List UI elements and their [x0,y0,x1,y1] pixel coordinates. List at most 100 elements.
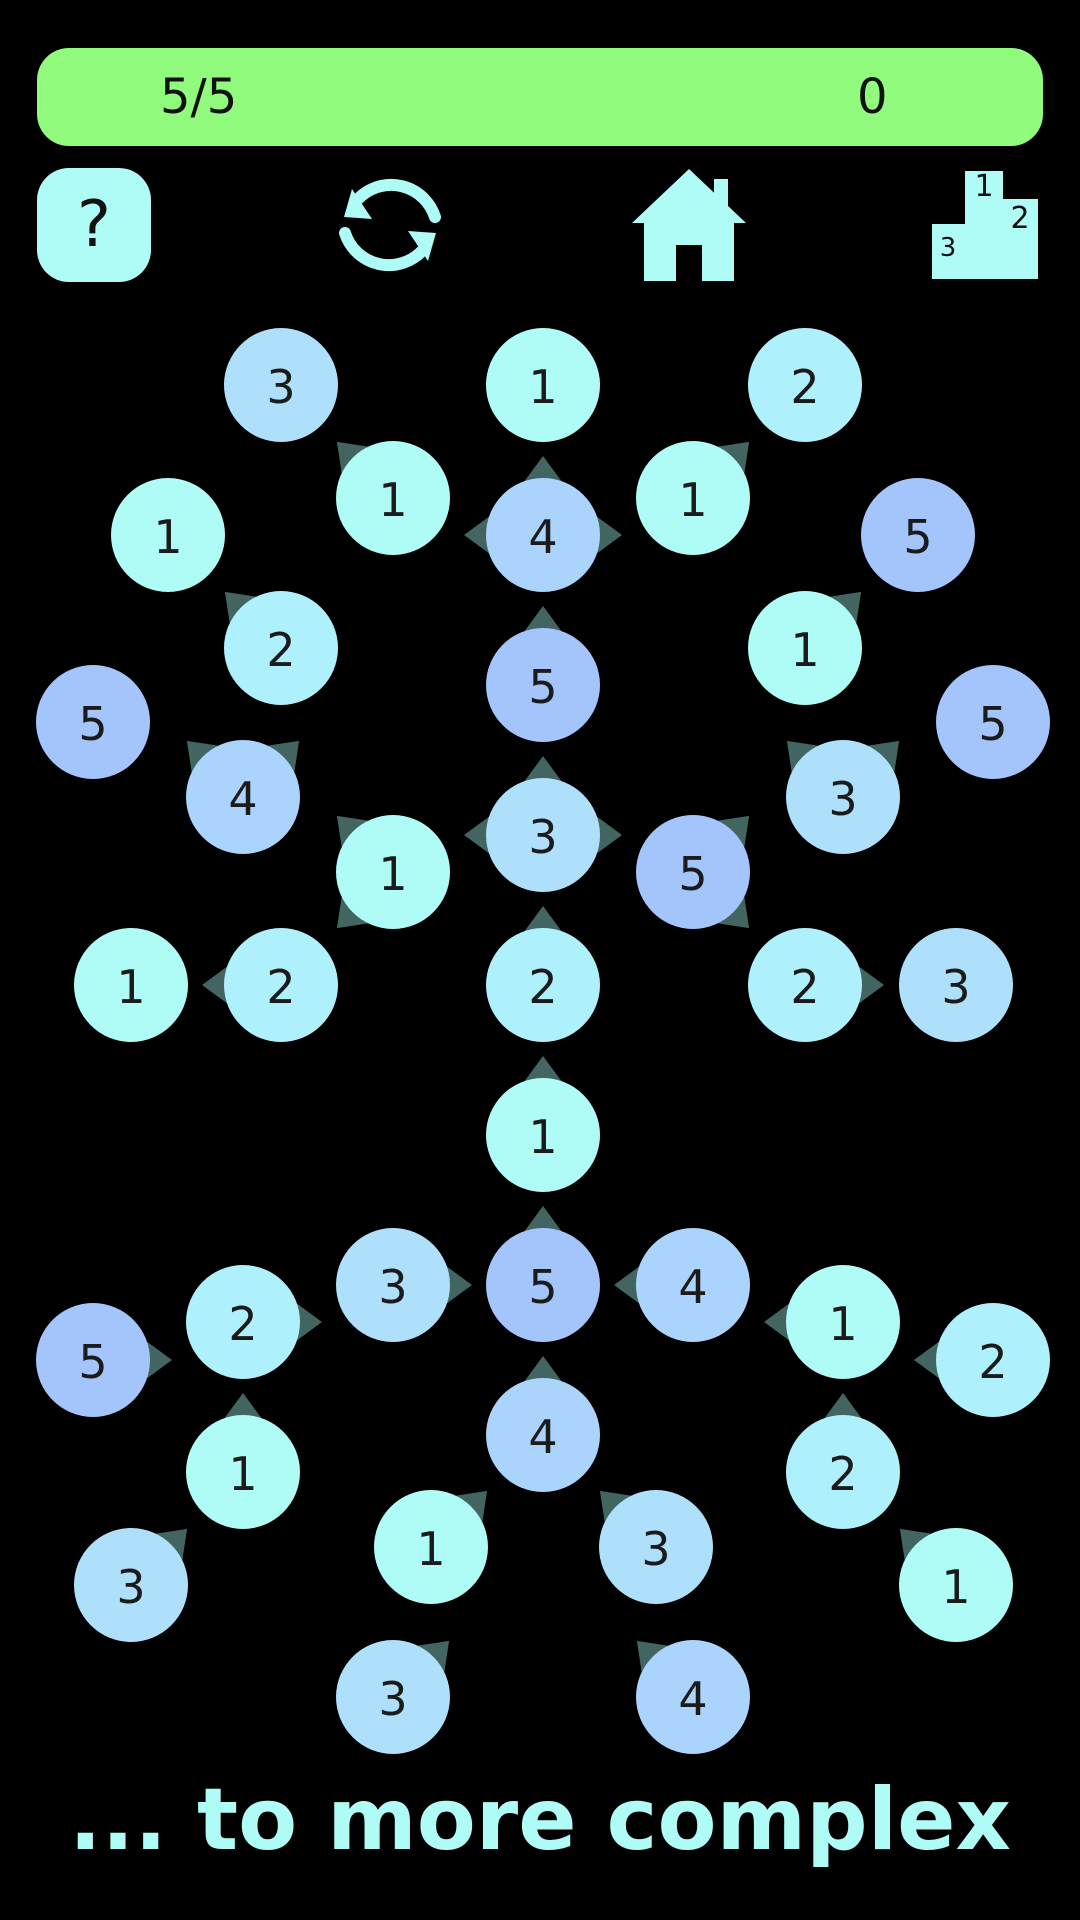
node-circle [636,815,750,929]
node-circle [224,328,338,442]
board-node[interactable]: 3 [336,1228,472,1342]
node-circle [786,740,900,854]
board-node[interactable]: 2 [486,906,600,1042]
node-value: 5 [903,510,932,564]
node-value: 3 [378,1672,407,1726]
node-circle [486,328,600,442]
node-value: 5 [978,697,1007,751]
board-node[interactable]: 3 [786,740,900,854]
board-node[interactable]: 3 [74,1528,188,1642]
node-value: 2 [790,960,819,1014]
node-circle [336,1228,450,1342]
board-node[interactable]: 3 [336,1640,450,1754]
board-node[interactable]: 1 [748,591,862,705]
node-value: 2 [228,1297,257,1351]
node-circle [486,928,600,1042]
board-node[interactable]: 5 [486,1206,600,1342]
node-circle [36,665,150,779]
node-circle [748,591,862,705]
node-circle [936,1303,1050,1417]
node-value: 4 [528,510,557,564]
board-node[interactable]: 2 [224,591,338,705]
node-value: 5 [678,847,707,901]
node-circle [374,1490,488,1604]
node-circle [786,1265,900,1379]
node-circle [224,928,338,1042]
leaderboard-icon[interactable]: 1 2 3 [930,168,1040,282]
board-node[interactable]: 3 [464,756,622,892]
node-circle [861,478,975,592]
score-counter: 0 [857,69,888,125]
node-value: 3 [528,810,557,864]
board-node[interactable]: 2 [786,1393,900,1529]
node-circle [486,1378,600,1492]
board-node[interactable]: 1 [486,1056,600,1192]
node-circle [599,1490,713,1604]
leaderboard-second-place: 2 [1010,201,1029,236]
node-value: 5 [528,660,557,714]
board-node[interactable]: 4 [186,740,300,854]
node-value: 4 [228,772,257,826]
board-node[interactable]: 4 [464,456,622,592]
board-node[interactable]: 2 [914,1303,1050,1417]
leaderboard-first-place: 1 [974,169,993,204]
node-value: 3 [266,360,295,414]
node-circle [486,628,600,742]
node-circle [748,928,862,1042]
node-circle [186,1265,300,1379]
board-node[interactable]: 1 [336,441,450,555]
node-value: 1 [678,473,707,527]
board-node[interactable]: 1 [336,815,450,929]
restart-icon[interactable] [330,165,450,285]
node-value: 1 [528,360,557,414]
board-node[interactable]: 5 [636,815,750,929]
node-value: 2 [828,1447,857,1501]
board-node[interactable]: 5 [936,665,1050,779]
node-circle [486,1228,600,1342]
board-node[interactable]: 2 [748,928,884,1042]
board-node[interactable]: 5 [486,606,600,742]
board-node[interactable]: 4 [486,1356,600,1492]
node-circle [36,1303,150,1417]
leaderboard-third-place: 3 [940,233,957,263]
node-value: 4 [678,1672,707,1726]
board-node[interactable]: 1 [374,1490,488,1604]
node-value: 1 [116,960,145,1014]
board-node[interactable]: 1 [899,1528,1013,1642]
board-node[interactable]: 1 [186,1393,300,1529]
node-value: 1 [790,623,819,677]
node-circle [936,665,1050,779]
node-value: 1 [378,473,407,527]
board-node[interactable]: 5 [861,478,975,592]
board-node[interactable]: 4 [614,1228,750,1342]
node-circle [74,928,188,1042]
node-circle [486,1078,600,1192]
node-circle [748,328,862,442]
help-button[interactable]: ? [37,168,151,282]
board-node[interactable]: 1 [636,441,750,555]
board-node[interactable]: 5 [36,1303,172,1417]
board-node[interactable]: 3 [224,328,338,442]
board-node[interactable]: 3 [599,1490,713,1604]
node-circle [636,1640,750,1754]
node-circle [636,441,750,555]
node-value: 2 [266,623,295,677]
board-node[interactable]: 2 [748,328,862,442]
node-circle [486,478,600,592]
board-node[interactable]: 3 [899,928,1013,1042]
board-node[interactable]: 1 [111,478,225,592]
board-node[interactable]: 4 [636,1640,750,1754]
node-circle [336,441,450,555]
node-circle [111,478,225,592]
board-node[interactable]: 1 [486,328,600,442]
board-node[interactable]: 2 [186,1265,322,1379]
home-icon[interactable] [630,165,748,285]
board-node[interactable]: 1 [74,928,188,1042]
node-value: 1 [228,1447,257,1501]
node-circle [336,815,450,929]
node-value: 2 [266,960,295,1014]
board-node[interactable]: 5 [36,665,150,779]
board-node[interactable]: 2 [202,928,338,1042]
board-node[interactable]: 1 [764,1265,900,1379]
